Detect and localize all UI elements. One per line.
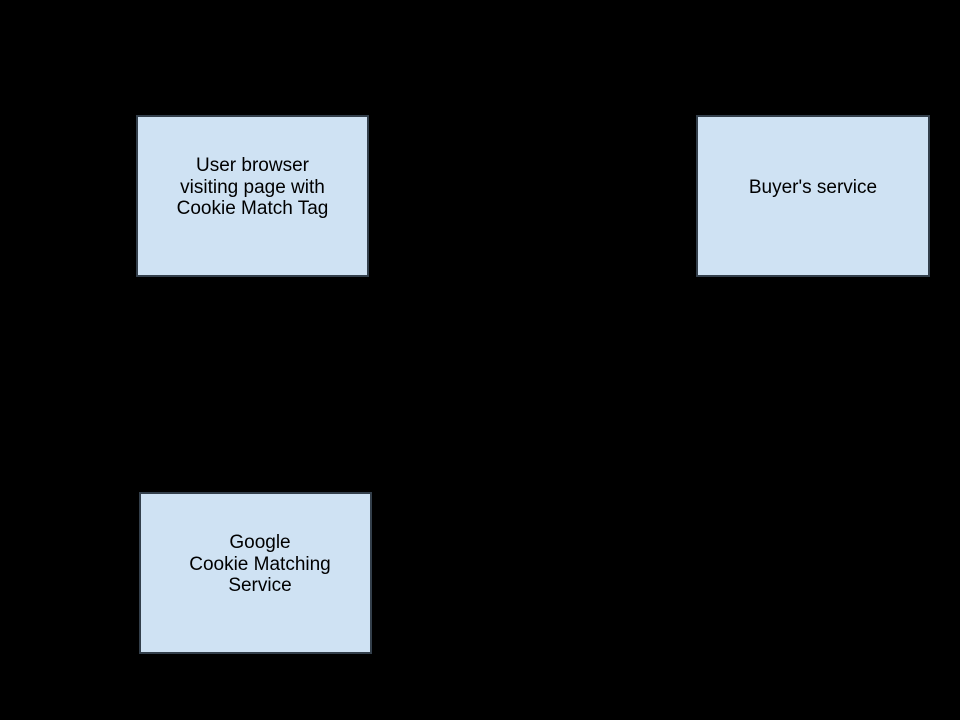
node-user-browser: User browser visiting page with Cookie M… [136,115,369,277]
node-google-cookie-matching-service-label: Google Cookie Matching Service [189,532,331,597]
node-google-cookie-matching-service: Google Cookie Matching Service [139,492,372,654]
node-buyers-service: Buyer's service [696,115,930,277]
node-user-browser-label: User browser visiting page with Cookie M… [176,155,329,220]
node-buyers-service-label: Buyer's service [748,176,878,198]
